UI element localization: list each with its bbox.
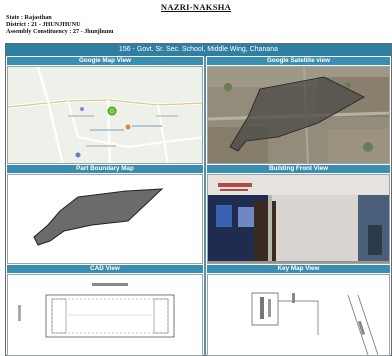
key-map-image <box>251 292 379 355</box>
document-meta: State : Rajasthan District : 21 - JHUNJH… <box>6 14 113 36</box>
cad-drawing-image <box>18 283 175 338</box>
building-front-image <box>208 175 389 263</box>
map-grid: 156 - Govt. Sr. Sec. School, Middle Wing… <box>5 43 392 356</box>
satellite-panel <box>207 66 390 164</box>
satellite-title: Google Satellite view <box>207 57 390 65</box>
google-map-panel <box>7 66 203 164</box>
satellite-image <box>208 67 389 163</box>
boundary-title: Part Boundary Map <box>7 165 203 173</box>
state-row: State : Rajasthan <box>6 14 113 21</box>
building-title: Building Front View <box>207 165 390 173</box>
constituency-row: Assembly Constituency : 27 - Jhunjhunu <box>6 28 113 35</box>
building-panel <box>207 174 390 264</box>
keymap-title: Key Map View <box>207 265 390 273</box>
district-value: : 21 - JHUNJHUNU <box>27 21 81 29</box>
district-row: District : 21 - JHUNJHUNU <box>6 21 113 28</box>
document-title: NAZRI-NAKSHA <box>160 2 232 12</box>
cad-title: CAD View <box>7 265 203 273</box>
cad-panel <box>7 274 203 356</box>
boundary-panel <box>7 174 203 264</box>
column-divider <box>204 56 206 356</box>
keymap-panel <box>207 274 390 356</box>
state-value: : Rajasthan <box>20 14 52 21</box>
google-map-image <box>8 67 202 163</box>
district-label: District <box>6 21 26 29</box>
boundary-map-image <box>33 188 164 246</box>
constituency-value: : 27 - Jhunjhunu <box>69 28 114 36</box>
polling-station-banner: 156 - Govt. Sr. Sec. School, Middle Wing… <box>6 44 391 56</box>
state-label: State <box>6 14 20 21</box>
google-map-title: Google Map View <box>7 57 203 65</box>
constituency-label: Assembly Constituency <box>6 28 68 36</box>
